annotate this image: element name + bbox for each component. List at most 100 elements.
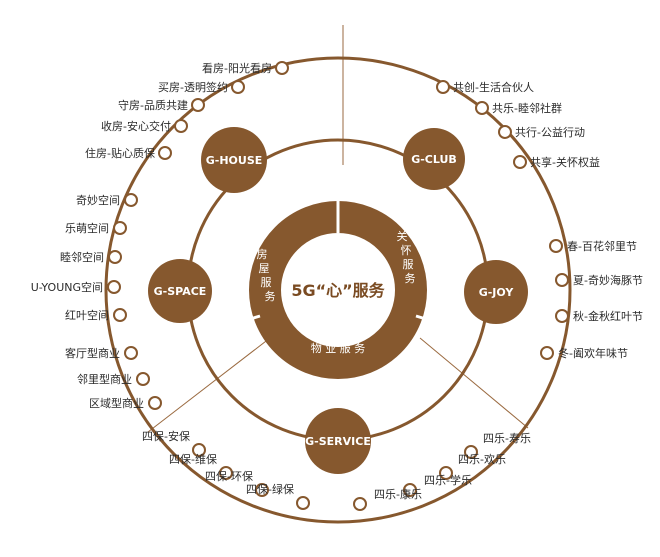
outer-item-club[interactable]: 共乐-睦邻社群 <box>475 101 562 115</box>
outer-item-joy[interactable]: 夏-奇妙海豚节 <box>555 273 643 287</box>
node-g-club[interactable]: G-CLUB <box>403 128 465 190</box>
band-divider-right <box>415 314 440 325</box>
node-label: G-HOUSE <box>206 154 263 167</box>
outer-item-label: 收房-安心交付 <box>101 119 171 133</box>
band-label-bottom: 物 业 服 务 <box>311 341 366 355</box>
outer-item-dot <box>107 280 121 294</box>
svg-text:务: 务 <box>405 272 416 285</box>
outer-item-dot <box>549 239 563 253</box>
outer-item-label: 客厅型商业 <box>65 346 120 360</box>
outer-item-space[interactable]: U-YOUNG空间 <box>31 280 121 294</box>
outer-item-service-left[interactable]: 四保-绿保 <box>246 482 310 510</box>
outer-item-label: 四保-维保 <box>169 452 217 466</box>
svg-text:关: 关 <box>397 229 408 243</box>
outer-item-dot <box>255 483 269 497</box>
divider-left <box>147 337 271 433</box>
outer-item-house[interactable]: 收房-安心交付 <box>101 119 188 133</box>
outer-ring <box>104 56 572 524</box>
outer-item-space[interactable]: 睦邻空间 <box>60 250 122 264</box>
node-label: G-CLUB <box>411 153 457 166</box>
node-label: G-JOY <box>479 286 515 299</box>
outer-item-label: 住房-贴心质保 <box>85 146 155 160</box>
outer-item-label: 共行-公益行动 <box>515 125 585 139</box>
outer-item-club[interactable]: 共享-关怀权益 <box>513 155 600 169</box>
outer-item-label: 区域型商业 <box>89 396 144 410</box>
outer-item-service-right[interactable]: 四乐-康乐 <box>353 487 422 511</box>
outer-item-label: U-YOUNG空间 <box>31 280 103 294</box>
outer-item-dot <box>108 250 122 264</box>
outer-item-dot <box>513 155 527 169</box>
outer-item-dot <box>555 309 569 323</box>
outer-item-dot <box>191 98 205 112</box>
outer-item-space[interactable]: 乐萌空间 <box>65 221 127 235</box>
svg-text:房: 房 <box>257 248 268 261</box>
node-label: G-SERVICE <box>305 435 371 448</box>
outer-item-house[interactable]: 住房-贴心质保 <box>85 146 172 160</box>
outer-item-dot <box>124 346 138 360</box>
outer-item-label: 夏-奇妙海豚节 <box>573 273 643 287</box>
outer-item-space[interactable]: 奇妙空间 <box>76 193 138 207</box>
outer-item-label: 共享-关怀权益 <box>530 155 600 169</box>
node-g-house[interactable]: G-HOUSE <box>201 127 267 193</box>
svg-text:服: 服 <box>403 258 414 271</box>
svg-text:务: 务 <box>265 290 276 303</box>
outer-item-service-left[interactable]: 四保-维保 <box>169 452 233 480</box>
outer-item-dot <box>148 396 162 410</box>
outer-item-dot <box>275 61 289 75</box>
outer-item-house[interactable]: 守房-品质共建 <box>118 98 205 112</box>
outer-item-service-left[interactable]: 四保-安保 <box>142 429 206 457</box>
outer-item-dot <box>124 193 138 207</box>
outer-item-dot <box>353 497 367 511</box>
outer-item-dot <box>219 466 233 480</box>
outer-item-joy[interactable]: 春-百花邻里节 <box>549 239 637 253</box>
outer-item-space[interactable]: 客厅型商业 <box>65 346 138 360</box>
outer-item-dot <box>436 80 450 94</box>
outer-item-dot <box>464 445 478 459</box>
outer-item-label: 守房-品质共建 <box>118 98 188 112</box>
node-g-service[interactable]: G-SERVICE <box>305 408 371 474</box>
outer-item-label: 乐萌空间 <box>65 221 109 235</box>
band-label-left: 房 屋 服 务 <box>257 248 276 303</box>
outer-item-club[interactable]: 共创-生活合伙人 <box>436 80 534 94</box>
outer-item-dot <box>540 346 554 360</box>
node-g-space[interactable]: G-SPACE <box>148 259 212 323</box>
divider-right <box>419 337 529 429</box>
outer-item-label: 四保-安保 <box>142 429 190 443</box>
svg-text:服: 服 <box>261 276 272 289</box>
outer-item-label: 春-百花邻里节 <box>567 240 637 253</box>
outer-item-label: 红叶空间 <box>65 308 109 322</box>
svg-text:怀: 怀 <box>401 244 412 257</box>
outer-item-house[interactable]: 买房-透明签约 <box>158 80 245 94</box>
outer-item-label: 共乐-睦邻社群 <box>492 101 562 115</box>
outer-item-dot <box>231 80 245 94</box>
outer-item-service-right[interactable]: 四乐-欢乐 <box>439 452 506 480</box>
outer-item-label: 四乐-欢乐 <box>458 452 506 466</box>
outer-item-dot <box>555 273 569 287</box>
outer-item-space[interactable]: 红叶空间 <box>65 308 127 322</box>
outer-item-label: 奇妙空间 <box>76 193 120 207</box>
outer-item-dot <box>296 496 310 510</box>
outer-item-space[interactable]: 邻里型商业 <box>77 372 150 386</box>
svg-text:屋: 屋 <box>259 262 270 275</box>
outer-item-label: 冬-阖欢年味节 <box>558 346 628 360</box>
outer-item-dot <box>174 119 188 133</box>
center-title: 5G“心”服务 <box>291 281 385 300</box>
outer-item-house[interactable]: 看房-阳光看房 <box>202 61 289 75</box>
node-g-joy[interactable]: G-JOY <box>464 260 528 324</box>
outer-item-club[interactable]: 共行-公益行动 <box>498 125 585 139</box>
outer-item-dot <box>136 372 150 386</box>
outer-item-service-right[interactable]: 四乐-寿乐 <box>464 431 531 459</box>
outer-item-service-left[interactable]: 四保-环保 <box>205 469 269 497</box>
outer-item-label: 看房-阳光看房 <box>202 61 272 75</box>
outer-item-label: 四乐-康乐 <box>374 487 422 501</box>
outer-item-label: 共创-生活合伙人 <box>453 80 534 94</box>
outer-item-label: 买房-透明签约 <box>158 80 228 94</box>
outer-item-joy[interactable]: 秋-金秋红叶节 <box>555 309 643 323</box>
outer-item-space[interactable]: 区域型商业 <box>89 396 162 410</box>
outer-item-service-right[interactable]: 四乐-学乐 <box>403 473 472 497</box>
outer-item-joy[interactable]: 冬-阖欢年味节 <box>540 346 628 360</box>
outer-item-dot <box>403 483 417 497</box>
